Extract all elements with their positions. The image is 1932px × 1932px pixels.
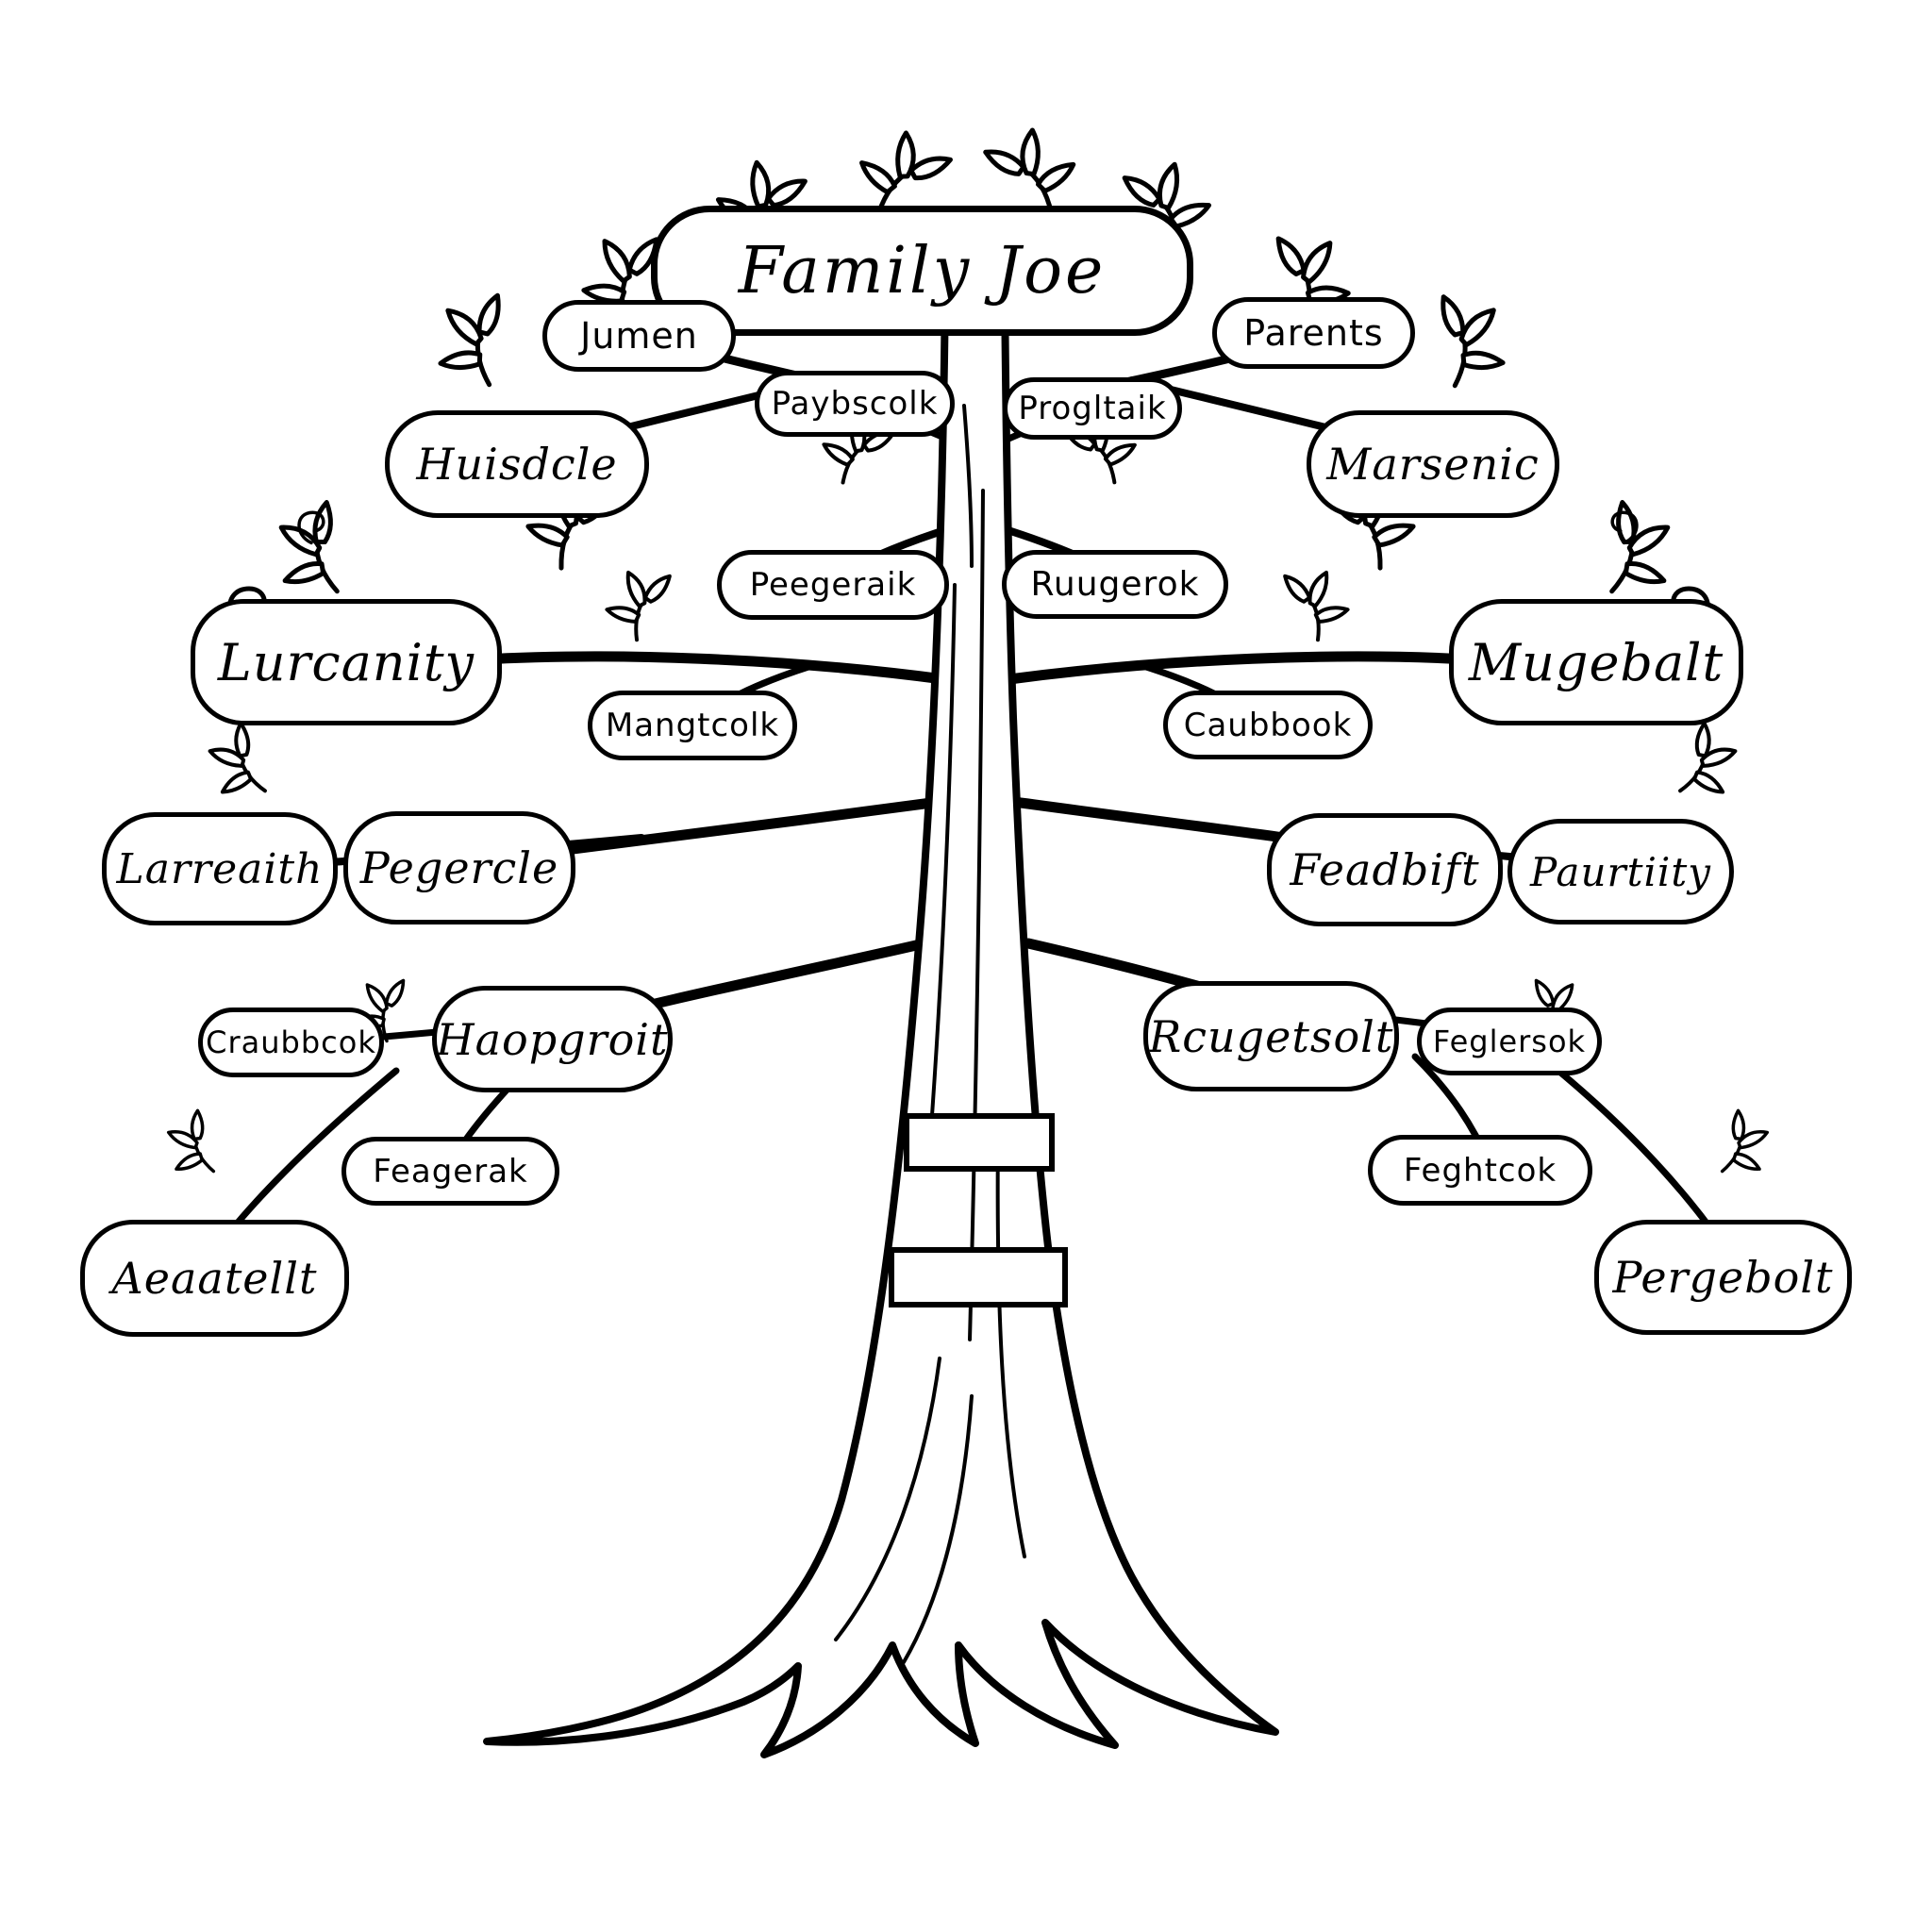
member-node-peegeraik: Peegeraik [717, 550, 949, 620]
member-label: Rcugetsolt [1148, 1010, 1394, 1062]
member-node-ruugerok: Ruugerok [1002, 550, 1228, 619]
member-node-feghtcok: Feghtcok [1368, 1135, 1592, 1206]
member-label: Caubbook [1183, 706, 1353, 744]
member-node-aeaatellt: Aeaatellt [80, 1220, 349, 1337]
member-label: Huisdcle [416, 439, 618, 490]
member-label: Pegercle [359, 842, 559, 893]
member-node-huisdcle: Huisdcle [385, 410, 649, 518]
member-label: Aeaatellt [111, 1253, 318, 1304]
member-node-jumen: Jumen [542, 300, 736, 372]
member-label: Lurcanity [217, 632, 475, 692]
member-node-feglersok: Feglersok [1417, 1008, 1602, 1075]
family-title-node: Family Joe [651, 206, 1193, 336]
member-node-craubbcok: Craubbcok [198, 1008, 384, 1077]
member-label: Parents [1243, 312, 1384, 354]
member-label: Haopgroit [436, 1013, 669, 1065]
member-node-pegercle: Pegercle [343, 811, 575, 924]
member-label: Feagerak [373, 1152, 528, 1191]
member-label: Feglersok [1432, 1024, 1587, 1059]
member-label: Marsenic [1326, 439, 1540, 490]
member-node-lurcanity: Lurcanity [191, 599, 502, 725]
trunk-plaque-lower [889, 1247, 1068, 1307]
member-node-paybscolk: Paybscolk [755, 371, 955, 437]
member-node-rcugetsolt: Rcugetsolt [1143, 981, 1399, 1091]
member-label: Mugebalt [1468, 632, 1724, 692]
member-node-mugebalt: Mugebalt [1449, 599, 1743, 725]
member-label: Craubbcok [206, 1024, 376, 1060]
member-label: Pergebolt [1612, 1252, 1834, 1303]
member-node-caubbook: Caubbook [1163, 691, 1373, 759]
member-label: Paurtiity [1530, 848, 1711, 895]
member-label: Peegeraik [749, 566, 917, 604]
member-label: Feadbift [1290, 844, 1480, 895]
member-label: Mangtcolk [605, 707, 780, 744]
member-node-feadbift: Feadbift [1267, 813, 1503, 926]
member-node-feagerak: Feagerak [341, 1137, 559, 1206]
family-title-label: Family Joe [738, 233, 1107, 308]
member-node-pergebolt: Pergebolt [1594, 1220, 1852, 1335]
bark-texture [834, 404, 1026, 1664]
member-label: Paybscolk [771, 385, 939, 423]
member-node-progltaik: Progltaik [1003, 377, 1182, 440]
member-node-mangtcolk: Mangtcolk [588, 691, 797, 760]
member-node-marsenic: Marsenic [1307, 410, 1559, 518]
member-label: Ruugerok [1030, 565, 1200, 604]
member-label: Progltaik [1018, 390, 1167, 427]
member-label: Feghtcok [1403, 1151, 1557, 1190]
member-label: Larreaith [116, 844, 324, 893]
member-node-haopgroit: Haopgroit [432, 986, 673, 1092]
member-node-paurtiity: Paurtiity [1507, 819, 1734, 924]
trunk-plaque-upper [904, 1113, 1055, 1172]
member-node-parents: Parents [1212, 297, 1415, 369]
member-node-larreaith: Larreaith [102, 812, 338, 925]
member-label: Jumen [580, 315, 698, 357]
